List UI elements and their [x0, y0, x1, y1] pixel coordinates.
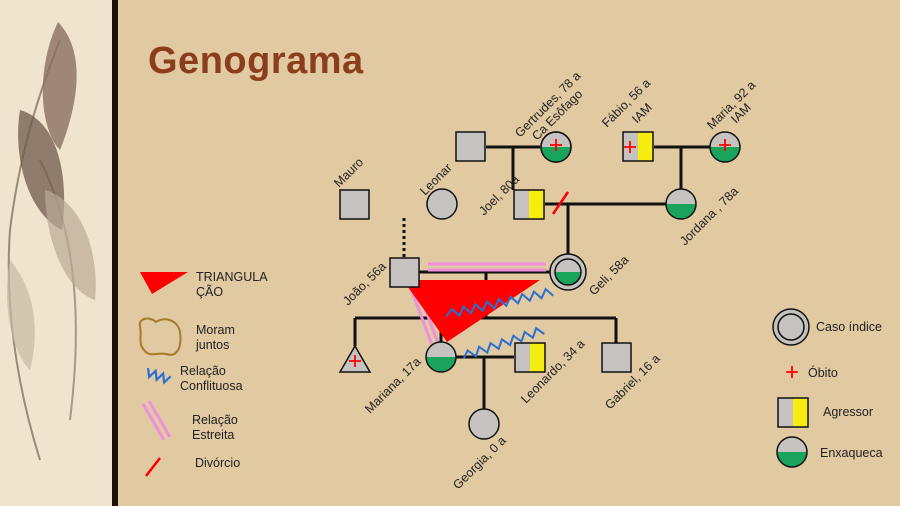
maria-symbol — [709, 131, 741, 163]
legend-close-relation-label: Relação Estreita — [192, 413, 238, 442]
close-relation-joao-geli — [428, 262, 546, 272]
legend-divorce-icon — [145, 457, 161, 477]
conflict-line-joao-geli — [445, 287, 554, 318]
conflict-line-mariana-geli — [462, 326, 545, 359]
deceased-child-triangle-symbol — [338, 344, 372, 373]
legend-triangulation-icon — [140, 272, 188, 294]
geli-symbol — [549, 253, 587, 291]
joao-symbol — [389, 257, 420, 288]
legend-enxaqueca-icon — [776, 436, 808, 468]
legend-conflict-icon — [146, 368, 172, 385]
leonar-symbol — [426, 188, 458, 220]
legend-close-relation-icon — [141, 400, 172, 441]
legend-conflict-label: Relação Conflituosa — [180, 364, 243, 393]
legend-triangulation-label: TRIANGULA ÇÃO — [196, 270, 267, 299]
divorce-mark — [551, 191, 570, 215]
legend-agressor-icon — [777, 397, 809, 428]
label-georgia: Georgia, 0 a — [450, 434, 509, 493]
legend-divorce-label: Divórcio — [195, 456, 241, 470]
legend-moram-juntos-icon — [138, 317, 182, 356]
legend-index-case-icon — [772, 308, 810, 346]
legend-death-label: Óbito — [808, 366, 838, 380]
legend-index-case-label: Caso índice — [816, 320, 883, 334]
legend-agressor-label: Agressor — [823, 405, 874, 419]
legend-death-icon — [786, 366, 798, 378]
legend-enxaqueca-label: Enxaqueca — [820, 446, 883, 460]
decorative-leaf-panel — [0, 0, 118, 506]
jordana-symbol — [665, 188, 697, 220]
gertrudes-partner-symbol — [455, 131, 486, 162]
mariana-symbol — [425, 341, 457, 373]
family-lines — [353, 145, 710, 410]
gabriel-symbol — [601, 342, 632, 373]
page-title: Genograma — [148, 40, 364, 82]
joel-symbol — [513, 189, 545, 220]
mauro-symbol — [339, 189, 370, 220]
gertrudes-symbol — [540, 131, 572, 163]
leonardo-symbol — [514, 342, 546, 373]
label-maria-1: Maria, 92 a — [704, 78, 758, 132]
label-joao: João, 56a — [340, 259, 389, 308]
georgia-symbol — [468, 408, 500, 440]
label-mauro: Mauro — [331, 155, 366, 190]
legend-moram-juntos-label: Moram juntos — [196, 323, 235, 352]
fabio-symbol — [622, 131, 654, 162]
label-geli: Geli, 58a — [586, 253, 631, 298]
label-mariana: Mariana, 17a — [362, 355, 424, 417]
